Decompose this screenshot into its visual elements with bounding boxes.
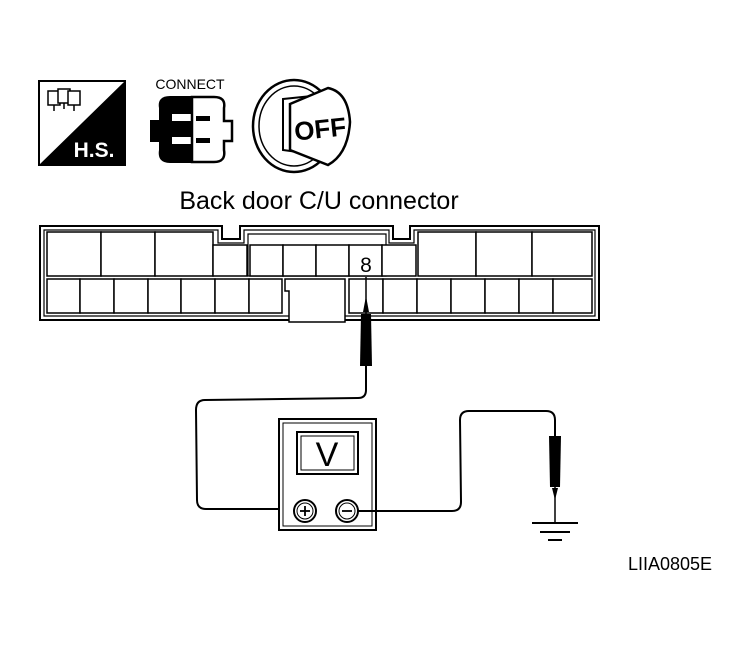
harness-icon-label: H.S.	[74, 139, 115, 162]
back-door-cu-connector: 8	[39, 225, 600, 323]
figure-code: LIIA0805E	[628, 554, 712, 574]
ignition-off-icon: OFF	[251, 78, 352, 174]
ignition-off-label: OFF	[293, 111, 348, 146]
connector-connect-icon: CONNECT	[150, 76, 234, 164]
negative-test-probe	[549, 436, 561, 522]
negative-lead-wire	[358, 410, 556, 512]
negative-terminal-icon	[335, 499, 359, 523]
voltmeter-display: V	[316, 436, 339, 474]
voltmeter: V	[278, 418, 377, 531]
harness-icon: H.S.	[38, 80, 126, 166]
positive-terminal-icon	[293, 499, 317, 523]
pin-8-label: 8	[360, 254, 372, 277]
connect-label: CONNECT	[155, 76, 225, 92]
ground-icon	[532, 522, 578, 541]
connector-title: Back door C/U connector	[179, 187, 458, 215]
positive-lead-wire	[194, 366, 367, 510]
positive-test-probe	[360, 277, 372, 366]
